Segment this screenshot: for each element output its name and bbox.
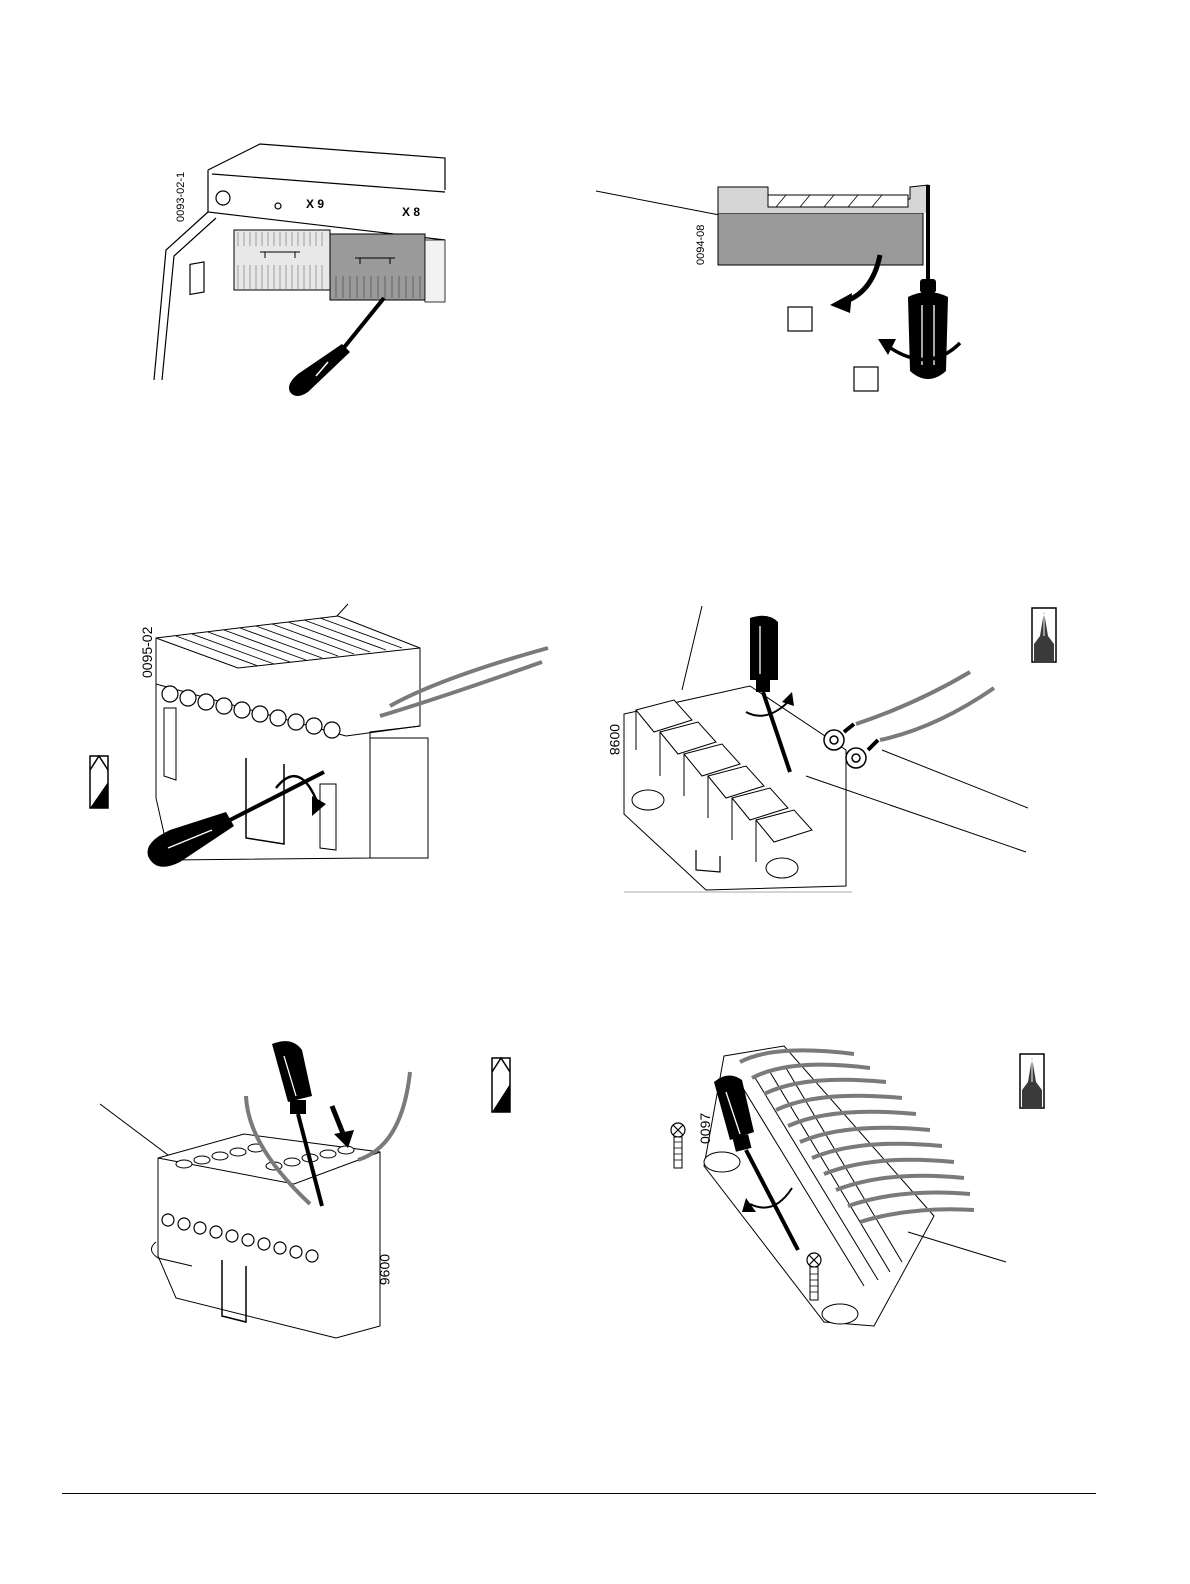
screwdriver-icon (289, 298, 384, 396)
figure-connector-removal: 0093-02-1 X 9 X 8 (130, 130, 460, 410)
figure-code: 0095-02 (139, 626, 155, 678)
phillips-screwdriver-tip-icon (1030, 606, 1058, 664)
flat-screwdriver-tip-icon (488, 1056, 514, 1114)
figure-code: 0096 (377, 1254, 393, 1285)
figure-code: 0094-08 (695, 225, 707, 265)
step-box (854, 367, 878, 391)
figure-ring-terminal: 0098 (596, 600, 1028, 894)
figure-terminal-screw: 0095-02 (80, 598, 550, 888)
phillips-screwdriver-tip-icon (1018, 1052, 1046, 1110)
figure-code: 0093-02-1 (175, 172, 187, 222)
connector-label-x9: X 9 (306, 197, 324, 211)
figure-push-in-terminal: 0096 (96, 1036, 426, 1340)
figure-wired-terminal-strip: 0097 (664, 1036, 1014, 1336)
footer-rule (62, 1493, 1096, 1494)
figure-module-release: 0094-08 (590, 175, 990, 405)
screw-icon (671, 1123, 685, 1168)
step-box (788, 307, 812, 331)
flat-screwdriver-tip-icon (86, 754, 112, 810)
figure-code: 0097 (697, 1113, 713, 1144)
connector-label-x8: X 8 (402, 205, 420, 219)
figure-code: 0098 (607, 724, 623, 755)
